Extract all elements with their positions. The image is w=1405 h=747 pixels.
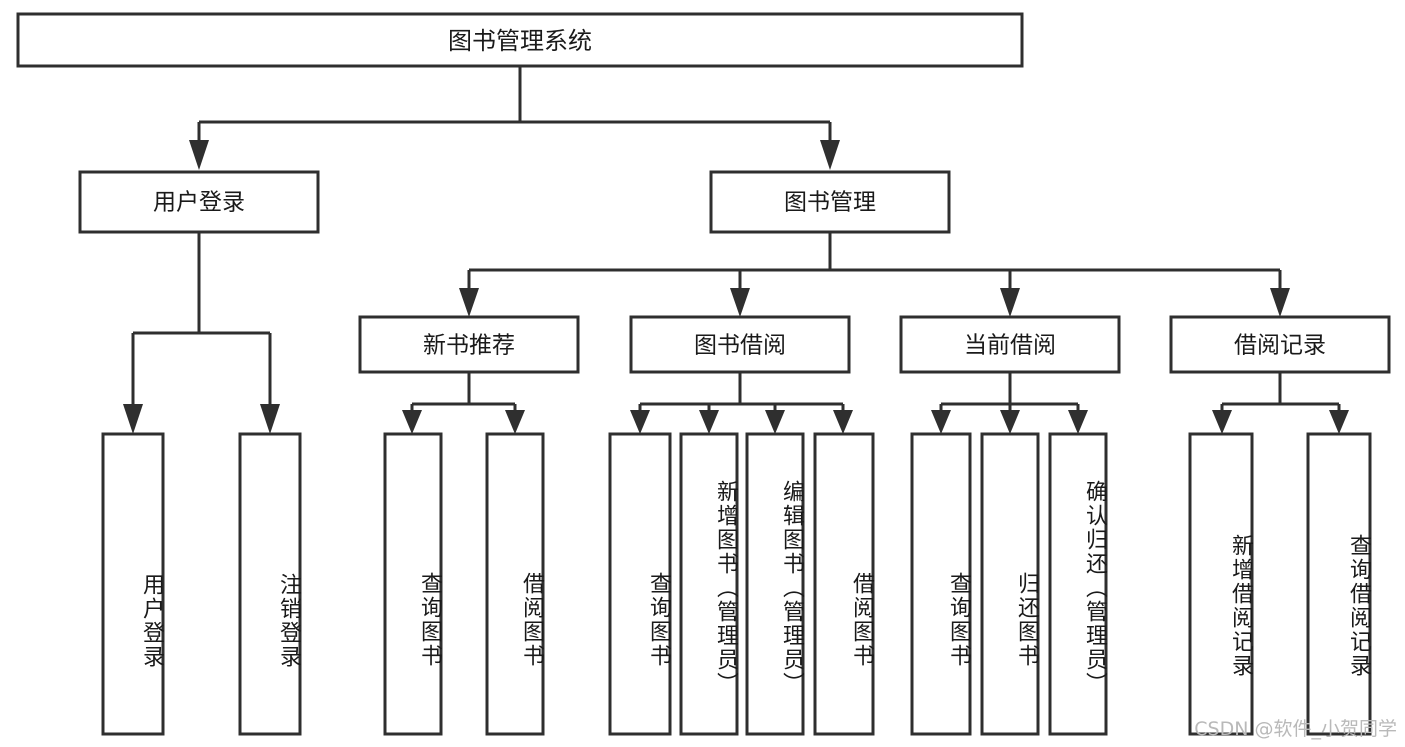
node-new-book-recommend[interactable]: 新书推荐 <box>358 315 580 374</box>
leaf-box-edit-book-admin[interactable] <box>745 432 805 736</box>
new-book-recommend-label: 新书推荐 <box>423 333 515 359</box>
node-borrow-records[interactable]: 借阅记录 <box>1169 315 1391 374</box>
leaf-boxes <box>101 432 1372 736</box>
arrow-to-current-borrow <box>1000 288 1020 317</box>
current-borrow-box <box>899 315 1121 374</box>
arrow-to-leaf-user-login <box>123 404 143 434</box>
node-user-login[interactable]: 用户登录 <box>78 170 320 234</box>
leaf-box-query-book-1[interactable] <box>383 432 443 736</box>
root-label: 图书管理系统 <box>448 27 592 55</box>
book-borrow-label: 图书借阅 <box>694 333 786 359</box>
connector-borrow-records-to-leaves <box>1212 372 1349 434</box>
connector-new-book-rec-to-leaves <box>402 372 525 434</box>
leaf-box-add-borrow-record[interactable] <box>1188 432 1254 736</box>
connector-root-to-level2 <box>189 66 840 170</box>
arrow-to-borrow-records <box>1270 288 1290 317</box>
user-login-label: 用户登录 <box>153 190 245 216</box>
new-book-recommend-box <box>358 315 580 374</box>
node-current-borrow[interactable]: 当前借阅 <box>899 315 1121 374</box>
leaf-box-borrow-book-2[interactable] <box>813 432 875 736</box>
leaf-box-add-book-admin[interactable] <box>679 432 739 736</box>
current-borrow-label: 当前借阅 <box>964 333 1056 359</box>
borrow-records-label: 借阅记录 <box>1234 333 1326 359</box>
leaf-box-query-borrow-record[interactable] <box>1306 432 1372 736</box>
leaf-box-return-book[interactable] <box>980 432 1040 736</box>
user-login-box <box>78 170 320 234</box>
arrow-to-book-borrow <box>730 288 750 317</box>
csdn-watermark: CSDN @软件_小贺同学 <box>1194 718 1397 740</box>
leaf-box-confirm-return-admin[interactable] <box>1048 432 1108 736</box>
connector-user-login-to-leaves <box>123 232 280 434</box>
leaf-box-query-book-2[interactable] <box>608 432 672 736</box>
node-book-borrow[interactable]: 图书借阅 <box>629 315 851 374</box>
arrow-to-leaf-logout <box>260 404 280 434</box>
arrow-to-book-mgmt <box>820 140 840 170</box>
root-box <box>16 12 1024 68</box>
leaf-box-user-login[interactable] <box>101 432 165 736</box>
leaf-box-query-book-3[interactable] <box>910 432 972 736</box>
leaf-box-borrow-book-1[interactable] <box>485 432 545 736</box>
node-root[interactable]: 图书管理系统 <box>16 12 1024 68</box>
book-management-label: 图书管理 <box>784 190 876 216</box>
leaf-box-logout[interactable] <box>238 432 302 736</box>
connector-current-borrow-to-leaves <box>931 372 1088 434</box>
node-book-management[interactable]: 图书管理 <box>709 170 951 234</box>
arrow-to-user-login <box>189 140 209 170</box>
connector-book-borrow-to-leaves <box>630 372 853 434</box>
arrow-to-new-book-rec <box>459 288 479 317</box>
connector-book-mgmt-to-level3 <box>459 232 1290 317</box>
